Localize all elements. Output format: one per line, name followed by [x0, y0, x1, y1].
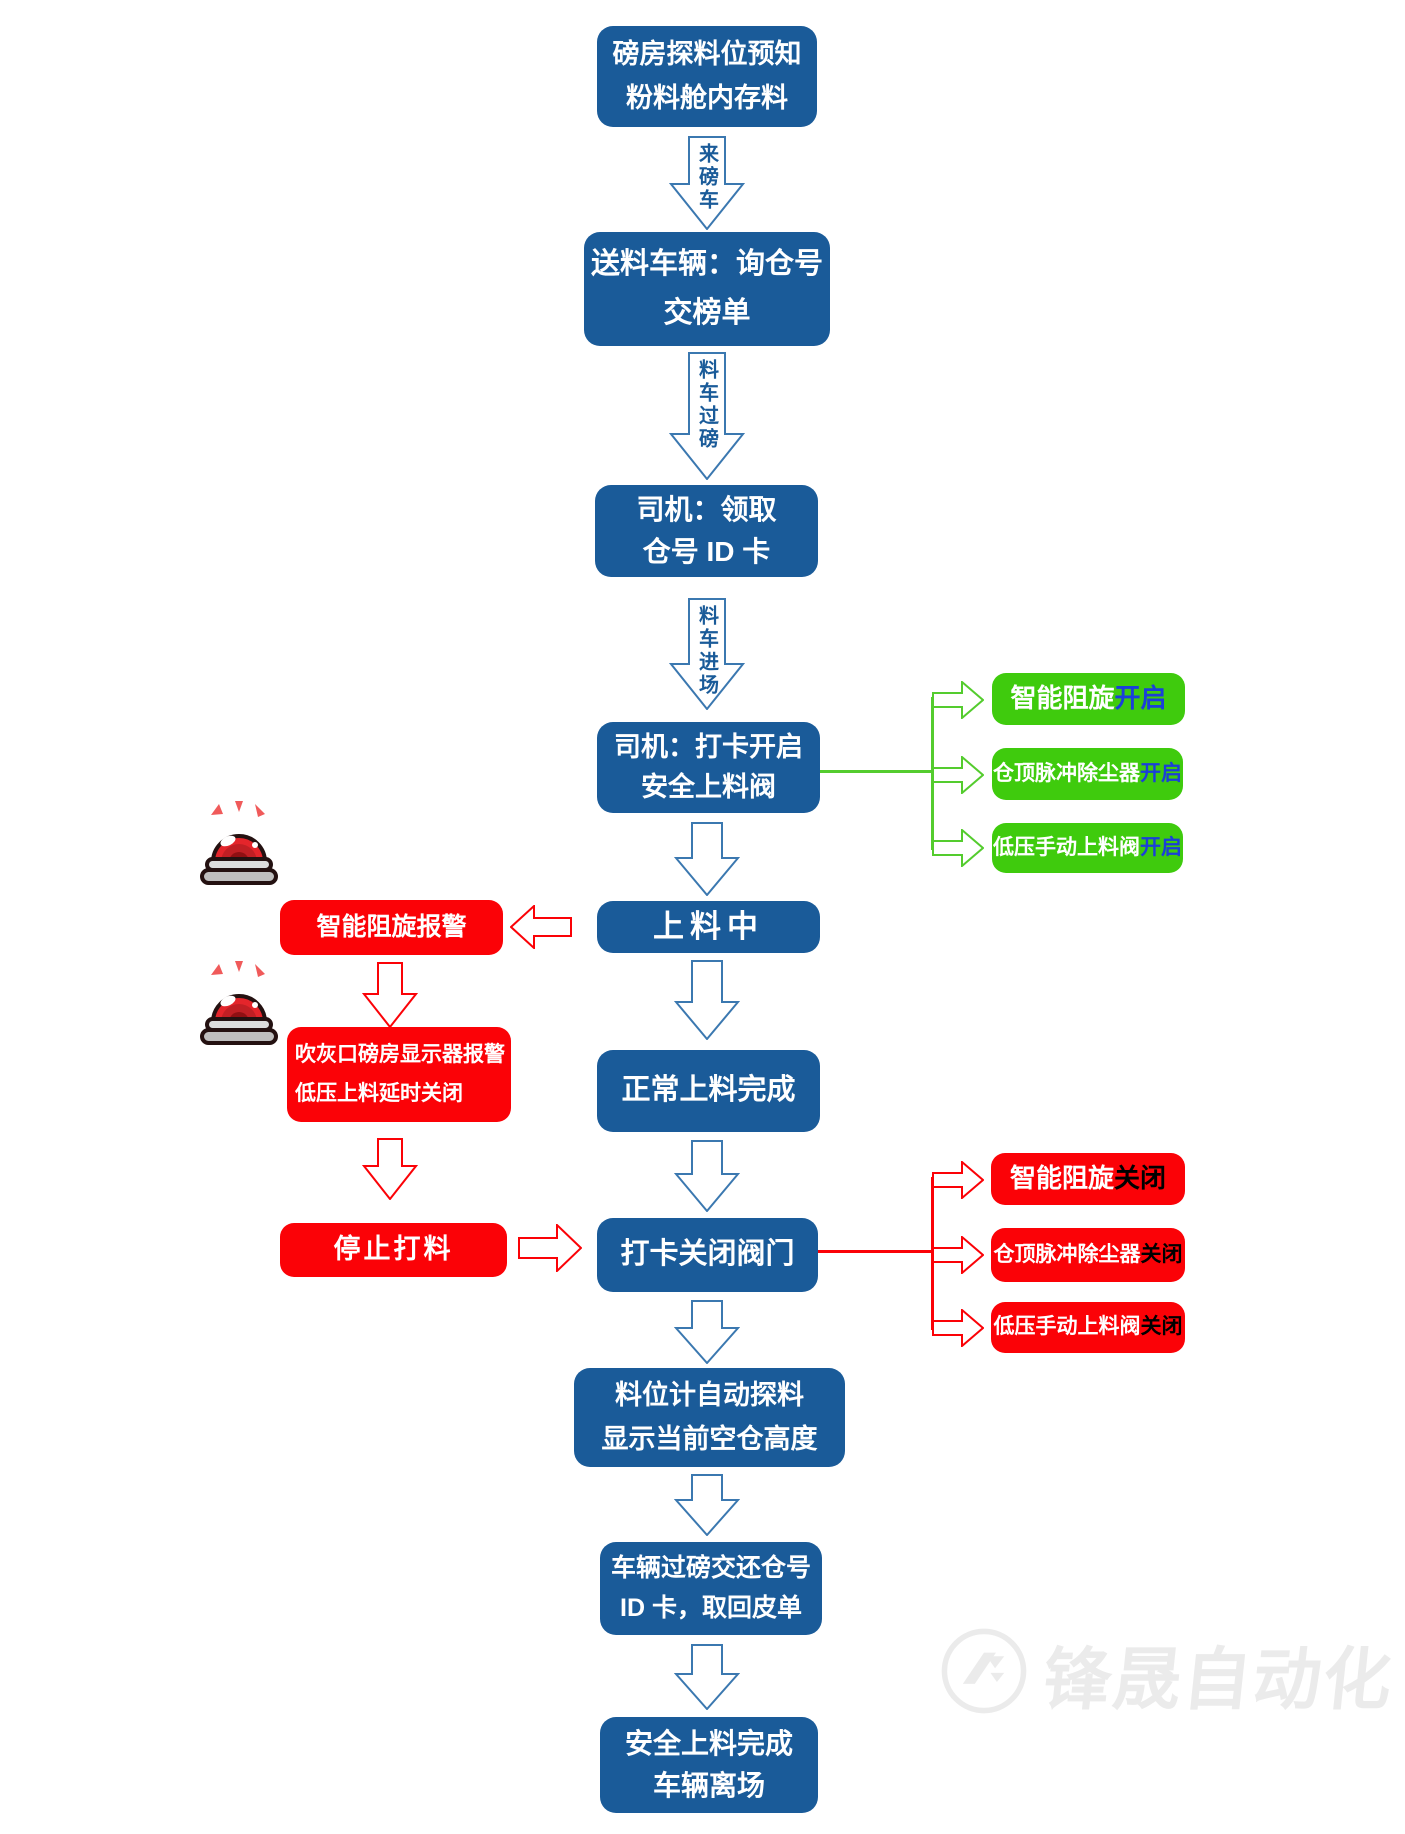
siren-icon	[198, 798, 280, 892]
alarm-rotary-detector-box: 智能阻旋报警	[280, 900, 503, 955]
branch-open-dust-collector: 仓顶脉冲除尘器开启	[992, 748, 1183, 800]
step-silo-level-forecast: 磅房探料位预知 粉料舱内存料	[597, 26, 817, 127]
branch-right-arrow-green	[932, 829, 984, 867]
step-text: 安全上料完成	[624, 1727, 793, 1759]
branch-right-arrow-green	[932, 756, 984, 794]
step-safe-loading-done-leave: 安全上料完成 车辆离场	[600, 1717, 818, 1813]
step-driver-get-id-card: 司机：领取 仓号 ID 卡	[595, 485, 818, 577]
step-text: 车辆离场	[652, 1770, 765, 1802]
step-text: 磅房探料位预知	[612, 38, 802, 69]
device-name: 低压手动上料阀	[993, 1315, 1141, 1339]
arrow-label: 来磅车	[695, 143, 718, 212]
flow-down-arrow	[674, 822, 740, 896]
step-normal-loading-complete: 正常上料完成	[597, 1050, 820, 1132]
flow-down-arrow	[674, 1644, 740, 1710]
alarm-left-arrow	[510, 905, 572, 949]
device-state: 关闭	[1114, 1163, 1167, 1194]
device-name: 智能阻旋	[1010, 683, 1115, 714]
alarm-text: 停止打料	[333, 1234, 454, 1265]
arrow-truck-enter: 料车进场	[669, 598, 745, 710]
branch-right-arrow-red	[932, 1236, 984, 1274]
device-state: 开启	[1140, 761, 1182, 785]
device-name: 智能阻旋	[1009, 1163, 1114, 1194]
siren-icon	[198, 956, 280, 1054]
alarm-text: 吹灰口磅房显示器报警	[295, 1042, 505, 1066]
step-text: 安全上料阀	[641, 772, 776, 803]
watermark: 锋晟自动化	[938, 1624, 1397, 1723]
step-text: 车辆过磅交还仓号	[610, 1553, 811, 1582]
device-state: 关闭	[1140, 1315, 1183, 1339]
step-text: 显示当前空仓高度	[601, 1423, 818, 1454]
step-text: ID 卡，取回皮单	[620, 1594, 802, 1623]
branch-close-manual-valve: 低压手动上料阀关闭	[991, 1302, 1185, 1353]
watermark-text: 锋晟自动化	[1039, 1642, 1398, 1718]
branch-open-rotary-detector: 智能阻旋开启	[992, 673, 1185, 725]
branch-right-arrow-green	[932, 681, 984, 719]
step-text: 司机：领取	[636, 494, 777, 526]
step-text: 打卡关闭阀门	[620, 1238, 795, 1271]
step-text: 粉料舱内存料	[626, 82, 788, 113]
watermark-logo-icon	[938, 1625, 1030, 1722]
alarm-down-arrow	[362, 1138, 418, 1200]
green-connector-hline	[820, 770, 933, 773]
flow-down-arrow	[674, 1140, 740, 1212]
arrow-label: 料车过磅	[695, 359, 718, 451]
flow-down-arrow	[674, 1300, 740, 1364]
device-name: 仓顶脉冲除尘器	[993, 1242, 1141, 1266]
alarm-text: 智能阻旋报警	[316, 913, 467, 942]
arrow-truck-weigh: 料车过磅	[669, 352, 745, 480]
step-text: 料位计自动探料	[615, 1380, 804, 1411]
branch-right-arrow-red	[932, 1309, 984, 1347]
device-name: 仓顶脉冲除尘器	[993, 761, 1140, 785]
step-return-id-card: 车辆过磅交还仓号 ID 卡，取回皮单	[600, 1542, 822, 1635]
branch-close-dust-collector: 仓顶脉冲除尘器关闭	[991, 1228, 1185, 1282]
step-loading-in-progress: 上料中	[597, 901, 820, 953]
step-text: 上料中	[653, 909, 764, 945]
step-text: 司机：打卡开启	[614, 731, 803, 762]
branch-open-manual-valve: 低压手动上料阀开启	[992, 823, 1183, 873]
flow-down-arrow	[674, 960, 740, 1040]
step-driver-open-safety-valve: 司机：打卡开启 安全上料阀	[597, 722, 820, 813]
alarm-down-arrow	[362, 962, 418, 1028]
device-name: 低压手动上料阀	[993, 835, 1140, 859]
alarm-display-delay-close-box: 吹灰口磅房显示器报警 低压上料延时关闭	[287, 1027, 511, 1122]
flow-down-arrow	[674, 1474, 740, 1536]
alarm-text: 低压上料延时关闭	[295, 1082, 463, 1106]
red-connector-hline	[818, 1250, 933, 1253]
step-text: 仓号 ID 卡	[642, 535, 771, 567]
device-state: 开启	[1114, 683, 1167, 714]
arrow-label: 料车进场	[695, 605, 718, 697]
stop-loading-box: 停止打料	[280, 1223, 507, 1277]
stop-right-arrow	[518, 1224, 582, 1272]
branch-right-arrow-red	[932, 1161, 984, 1199]
step-delivery-truck-inquiry: 送料车辆：询仓号 交榜单	[584, 232, 830, 346]
step-close-valve-card: 打卡关闭阀门	[597, 1218, 818, 1292]
step-text: 送料车辆：询仓号	[590, 247, 823, 280]
device-state: 关闭	[1140, 1242, 1183, 1266]
step-level-auto-detect: 料位计自动探料 显示当前空仓高度	[574, 1368, 845, 1467]
step-text: 正常上料完成	[621, 1074, 796, 1107]
device-state: 开启	[1140, 835, 1182, 859]
arrow-truck-arrive: 来磅车	[669, 136, 745, 230]
branch-close-rotary-detector: 智能阻旋关闭	[991, 1153, 1185, 1205]
step-text: 交榜单	[663, 296, 751, 329]
